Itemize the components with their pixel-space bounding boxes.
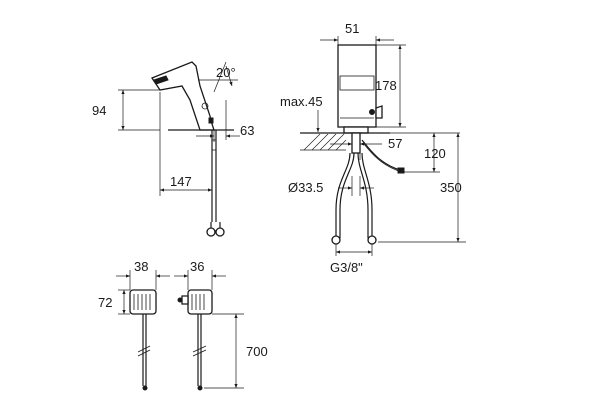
side-view: 94 20° 63 147 bbox=[92, 61, 254, 237]
dim-178-label: 178 bbox=[375, 78, 397, 93]
dim-57-label: 57 bbox=[388, 136, 402, 151]
dim-63-label: 63 bbox=[240, 123, 254, 138]
dim-51-label: 51 bbox=[345, 21, 359, 36]
dim-36-label: 36 bbox=[190, 259, 204, 274]
dim-20deg-label: 20° bbox=[216, 65, 236, 80]
dim-72-label: 72 bbox=[98, 295, 112, 310]
faucet-front-body bbox=[337, 44, 377, 128]
front-view: 51 178 max.45 57 120 350 Ø33.5 G3/8 bbox=[280, 21, 466, 275]
dim-diameter-label: Ø33.5 bbox=[288, 180, 323, 195]
dim-700-label: 700 bbox=[246, 344, 268, 359]
dim-thread-label: G3/8" bbox=[330, 260, 363, 275]
faucet-side-body bbox=[151, 61, 215, 131]
dim-350-label: 350 bbox=[440, 180, 462, 195]
dim-38-label: 38 bbox=[134, 259, 148, 274]
control-box-front: 38 72 bbox=[98, 259, 170, 391]
dim-147-label: 147 bbox=[170, 174, 192, 189]
dim-max45-label: max.45 bbox=[280, 94, 323, 109]
dim-94-label: 94 bbox=[92, 103, 106, 118]
dim-120-label: 120 bbox=[424, 146, 446, 161]
control-box-side: 36 700 bbox=[174, 259, 268, 391]
